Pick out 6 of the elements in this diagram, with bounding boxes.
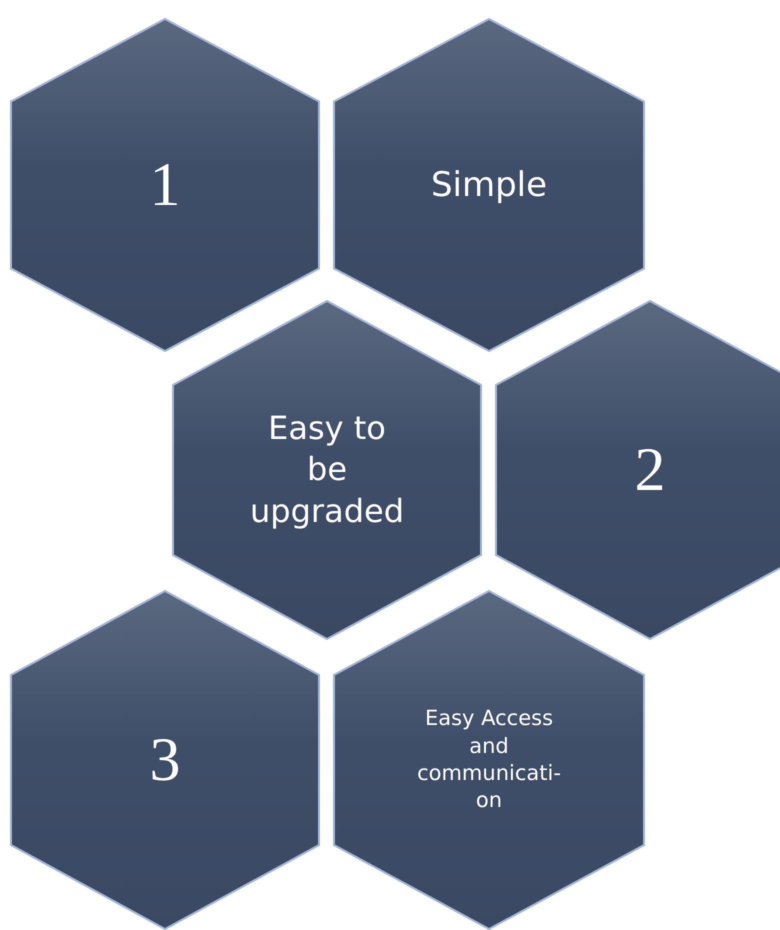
hexagon-label: Easy to be upgraded	[250, 408, 404, 532]
hexagon-label: 1	[150, 150, 180, 221]
hexagon-label: 3	[150, 724, 180, 796]
hexagon-label: Simple	[430, 164, 548, 207]
hexagon-label: Easy Access and communicati-on	[416, 705, 562, 814]
hexagon-label: 2	[634, 434, 666, 506]
